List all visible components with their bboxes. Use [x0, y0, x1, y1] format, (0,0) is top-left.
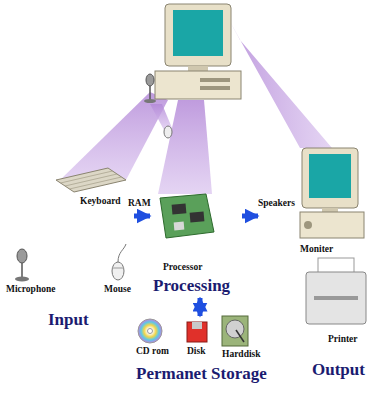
group-heading: Output	[312, 360, 365, 380]
part-label: Harddisk	[222, 349, 261, 360]
microphone-icon	[146, 74, 154, 86]
group-heading: Processing	[153, 276, 230, 296]
chip	[174, 222, 185, 231]
mouse-cord	[118, 244, 126, 262]
monitor-frame	[165, 4, 231, 66]
keyboard-icon	[56, 168, 126, 192]
component-group: CD rom Disk HarddiskPermanet Storage	[132, 316, 302, 394]
microphone-icon	[144, 99, 156, 103]
flow-arrow	[242, 214, 258, 219]
microphone-icon	[149, 86, 151, 100]
printer-body	[306, 272, 366, 324]
speaker-grille	[304, 221, 312, 229]
monitor-stand	[322, 208, 338, 212]
group-heading: Input	[48, 310, 89, 330]
microphone-icon	[15, 277, 29, 282]
disk-shutter	[192, 322, 202, 329]
system-unit	[300, 212, 364, 238]
cd-icon	[148, 329, 153, 334]
drive-slot	[200, 78, 230, 82]
disk-icon	[187, 322, 207, 342]
signal-beam	[228, 18, 332, 148]
chip	[172, 203, 187, 214]
harddisk-arm	[236, 330, 244, 342]
flow-arrow	[134, 214, 150, 219]
part-label: Printer	[328, 334, 358, 345]
flow-arrow	[198, 298, 203, 316]
mouse-icon	[112, 262, 124, 280]
part-label: Disk	[187, 346, 205, 357]
chip	[190, 211, 205, 222]
cd-icon	[138, 319, 162, 343]
microphone-icon	[21, 263, 23, 278]
printer-slot	[314, 296, 358, 300]
part-label: RAM	[128, 198, 151, 209]
mouse-icon	[112, 268, 124, 269]
monitor-screen	[173, 10, 223, 56]
component-group: ProcessorProcessing	[150, 190, 242, 298]
part-label: Microphone	[6, 284, 55, 295]
part-label: Mouse	[104, 284, 131, 295]
monitor-frame	[302, 148, 358, 208]
mouse-icon	[164, 126, 172, 138]
system-unit	[155, 71, 241, 99]
group-heading: Permanet Storage	[136, 364, 267, 384]
part-label: Speakers	[258, 198, 295, 209]
drive-slot	[200, 86, 230, 90]
microphone-icon	[17, 249, 27, 263]
component-group: SpeakersMoniterPrinterOutput	[258, 196, 378, 394]
component-group: KeyboardMicrophone MouseInput	[4, 194, 134, 334]
harddisk-icon	[222, 316, 248, 346]
part-label: Processor	[163, 262, 202, 273]
monitor-screen	[309, 154, 351, 198]
harddisk-platter	[226, 320, 244, 338]
monitor-stand	[188, 66, 208, 71]
part-label: Keyboard	[80, 196, 121, 207]
key-row	[70, 177, 122, 189]
part-label: CD rom	[136, 346, 169, 357]
keyboard-keys	[61, 171, 122, 189]
processor-board	[160, 194, 214, 238]
part-label: Moniter	[300, 244, 333, 255]
